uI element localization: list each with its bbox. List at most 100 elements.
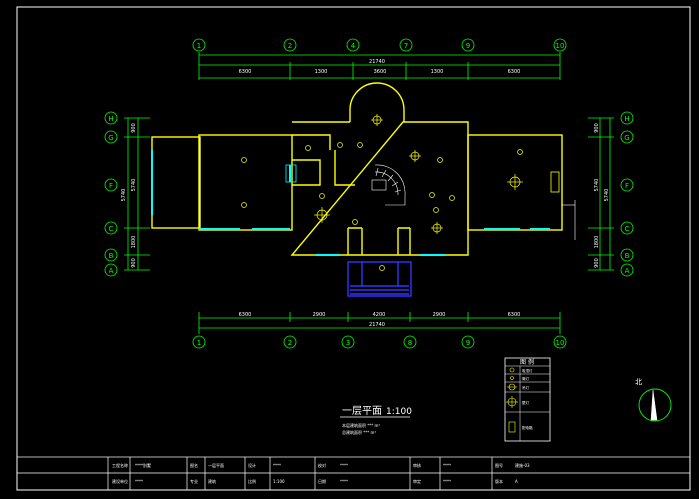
grid-label-left-B: B [109,252,114,260]
left-wing-outline [151,136,201,229]
partition-storage [292,134,331,150]
grid-bubble-top-5 [461,38,475,52]
grid-label-top-5: 9 [466,42,470,50]
grid-bubble-top-3 [346,38,360,52]
downlight-7 [437,157,443,163]
left-dim-seg-2: 5740 [131,179,137,192]
grid-label-right-F: F [625,182,629,190]
chandelier-hall [431,222,443,234]
grid-label-bottom-5: 9 [466,339,470,347]
title-block-r1-c11: 图号 [495,462,503,468]
title-block-r1-c4: 一层平面 [208,462,224,468]
title-block-r1-c12: 建施-03 [515,462,530,468]
grid-label-bottom-4: 8 [408,339,412,347]
title-block-r2-c8: **** [340,479,348,484]
sheet-frame [16,6,691,491]
grid-bubble-top-2 [283,38,297,52]
title-block-r2-c1: 建设单位 [112,478,128,484]
title-block-r1-c7: 校对 [318,462,326,468]
staircase [371,164,406,206]
grid-label-bottom-6: 10 [556,339,565,347]
right-dim-seg-2: 5740 [594,179,600,192]
grid-bubble-left-C [104,221,118,235]
title-block-r1-c8: **** [340,463,348,468]
bottom-dim-seg-5: 6300 [508,312,521,318]
bottom-dimension-chain [198,312,561,334]
downlight-6 [319,193,325,199]
left-dim-seg-3: 1800 [131,236,137,249]
downlight-2 [241,202,247,208]
title-block-r2-c5: 比例 [248,478,256,484]
grid-label-right-H: H [624,115,629,123]
grid-bubble-top-6 [553,38,567,52]
grid-bubble-bottom-6 [553,335,567,349]
left-total-dimension: 5740 [121,189,127,202]
title-block-r2-c2: **** [135,479,143,484]
drawing-title: 一层平面 [342,405,382,417]
left-room-outline [198,134,293,231]
downlight-11 [379,265,385,271]
grid-label-right-C: C [625,225,630,233]
grid-bubble-left-A [104,263,118,277]
grid-label-left-A: A [109,267,114,275]
right-dimension-chain [588,117,614,271]
side-window-box [285,164,297,183]
top-dim-seg-4: 1300 [431,69,444,75]
grid-label-top-2: 2 [288,42,292,50]
downlight-8 [429,192,435,198]
light-fixtures [241,114,523,271]
legend-downlight-icon [510,376,514,380]
fireplace [550,171,560,193]
legend-item-5: 配电箱 [522,425,533,430]
title-block-r1-c9: 审核 [413,462,421,468]
title-block-r2-c11: 版本 [495,478,503,484]
downlight-5 [357,142,363,148]
bottom-total-dimension: 21740 [369,322,385,328]
legend-item-1: 吸顶灯 [522,368,533,373]
chandelier-dining [409,150,421,162]
grid-label-left-G: G [108,134,113,142]
downlight-12 [352,219,358,225]
chandelier-right-wing [507,174,523,190]
title-block-r1-c5: 设计 [248,462,256,468]
grid-bubble-top-4 [399,38,413,52]
downlight-9 [449,195,455,201]
north-arrow-pointer [650,389,658,421]
title-block-r2-c7: 日期 [318,478,326,484]
legend-panel-icon [508,421,516,433]
grid-label-right-G: G [624,134,629,142]
grid-label-left-C: C [109,225,114,233]
left-dim-seg-1: 900 [131,123,137,133]
grid-bubble-right-A [620,263,634,277]
partition-stair [334,150,355,186]
title-block-r2-c3: 专业 [190,478,198,484]
title-block-r1-c6: **** [273,463,281,468]
chandelier-bay [371,114,383,126]
grid-label-top-6: 10 [556,42,565,50]
title-block [16,456,691,491]
title-block-r1-c10: **** [443,463,451,468]
right-total-dimension: 5740 [604,189,610,202]
legend-wall-light-icon [506,396,518,408]
north-arrow [638,388,672,422]
grid-label-top-4: 7 [404,42,408,50]
grid-label-left-H: H [108,115,113,123]
downlight-4 [337,142,343,148]
chandelier-living [314,207,330,223]
left-dimension-chain [124,117,150,271]
grid-label-left-F: F [109,182,113,190]
legend-item-3: 吊灯 [522,385,530,390]
grid-bubble-right-F [620,178,634,192]
top-dimension-chain [198,52,561,80]
legend-ceiling-light-icon [509,367,515,373]
legend-item-2: 筒灯 [522,376,530,381]
windows [151,150,550,256]
grid-label-bottom-2: 2 [288,339,292,347]
downlight-13 [517,149,523,155]
top-dim-seg-1: 6300 [239,69,252,75]
title-block-r2-c6: 1:100 [273,479,285,484]
grid-label-right-B: B [625,252,630,260]
central-core-outline [290,121,469,256]
right-dim-seg-1: 900 [594,123,600,133]
